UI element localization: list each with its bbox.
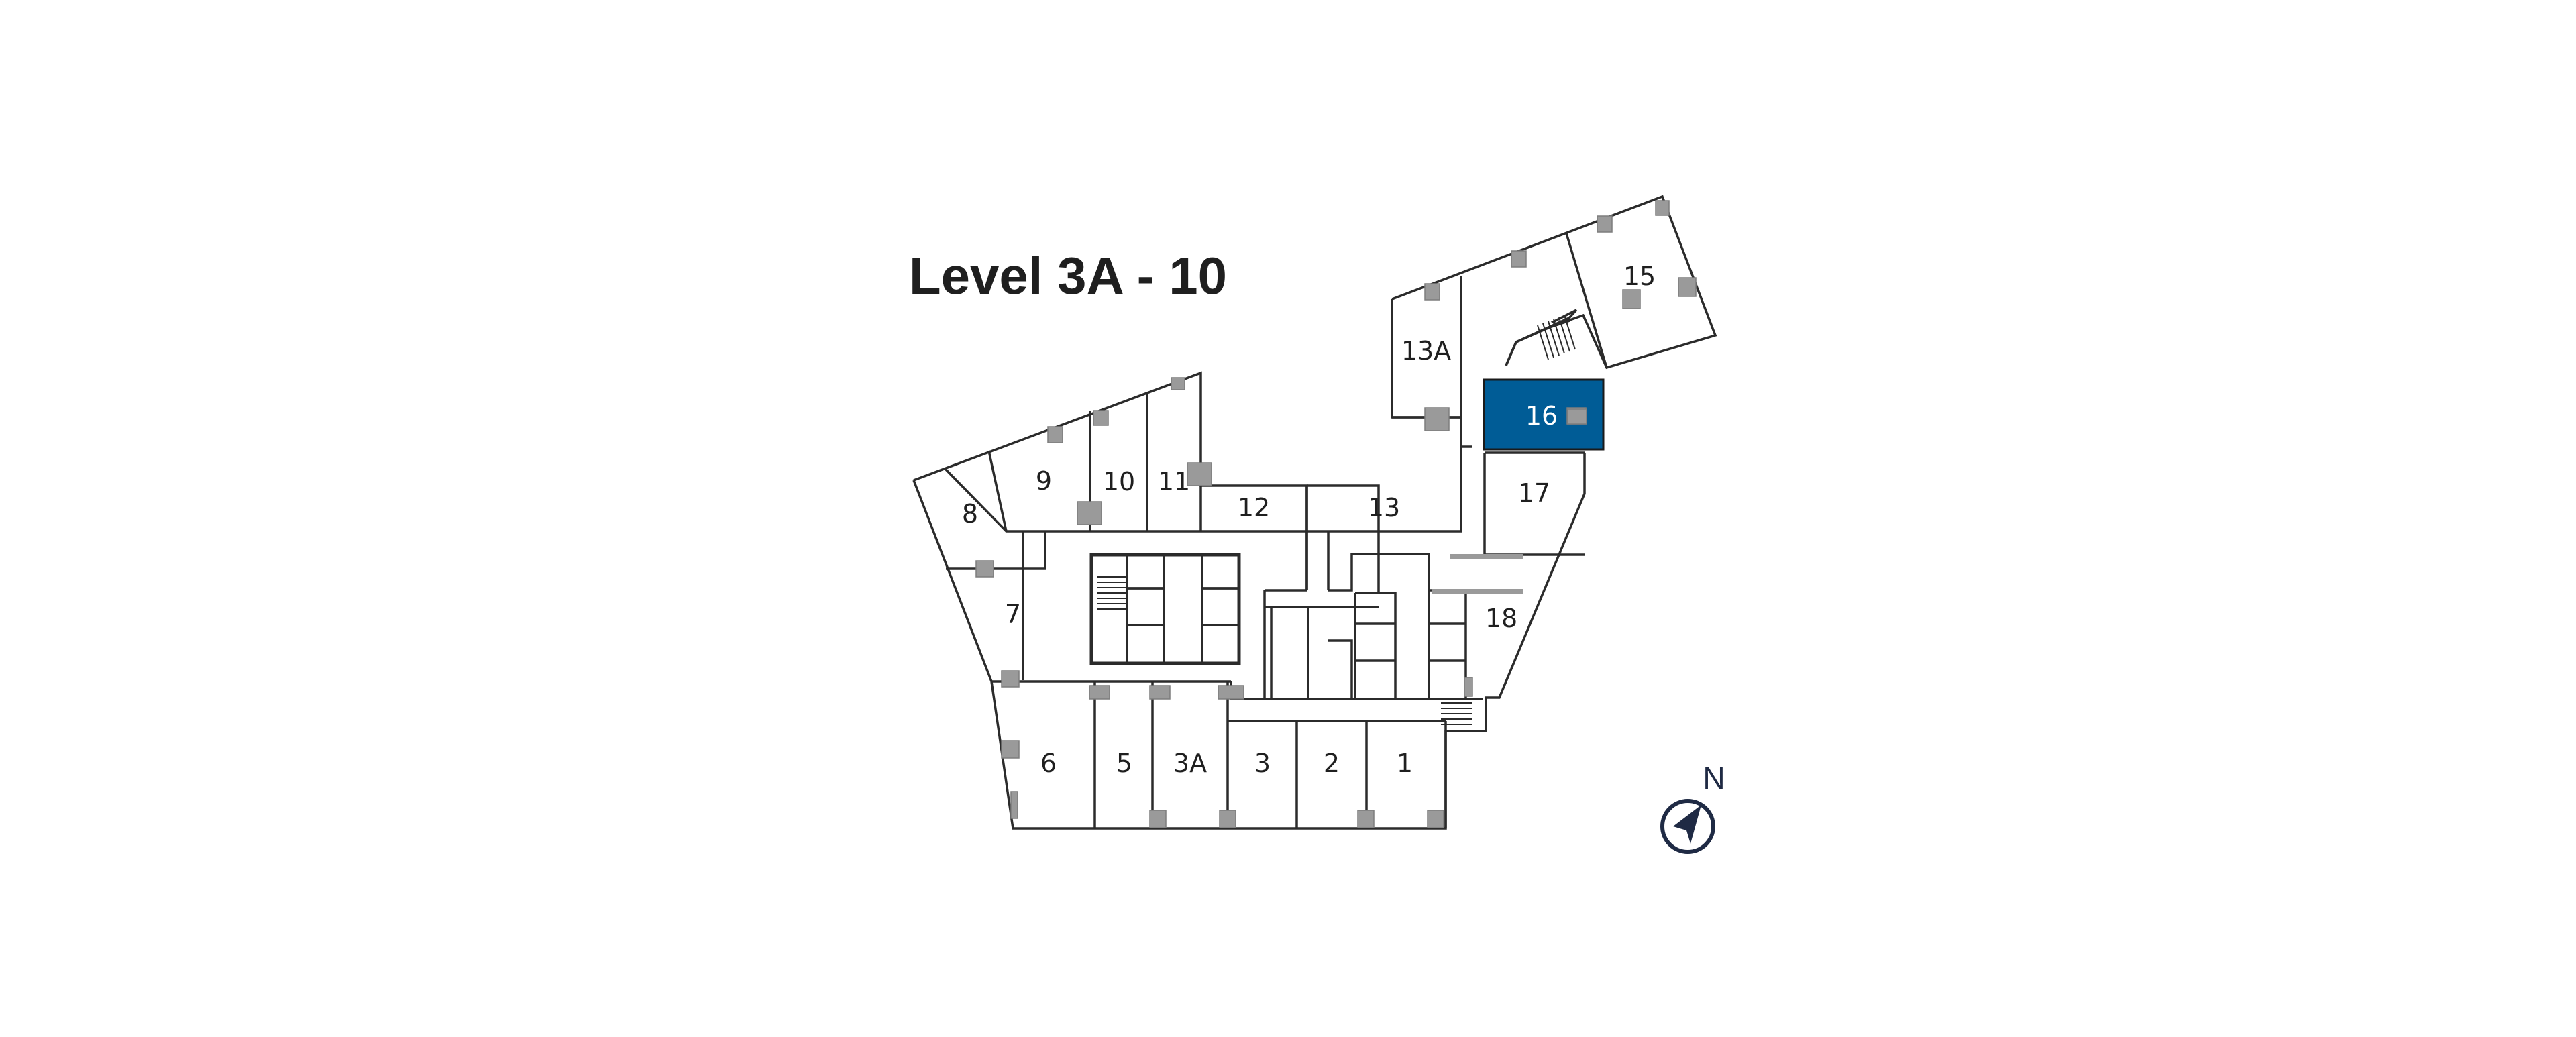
stair-icon (1441, 702, 1472, 725)
unit-18-label[interactable]: 18 (1485, 604, 1517, 633)
unit-3-label[interactable]: 3 (1254, 749, 1271, 778)
unit-1-label[interactable]: 1 (1397, 749, 1413, 778)
unit-12-label[interactable]: 12 (1238, 493, 1270, 523)
compass-north-label: N (1703, 761, 1725, 796)
unit-16-label[interactable]: 16 (1525, 401, 1558, 431)
unit-9-label[interactable]: 9 (1036, 466, 1052, 496)
unit-13a-label[interactable]: 13A (1401, 336, 1451, 366)
unit-17-label[interactable]: 17 (1518, 478, 1550, 508)
unit-10-label[interactable]: 10 (1103, 467, 1135, 496)
balcony-bar (1450, 554, 1523, 559)
unit-6-label[interactable]: 6 (1040, 749, 1057, 778)
unit-3a-label[interactable]: 3A (1173, 749, 1207, 778)
balcony-bar (1432, 589, 1523, 594)
compass-north-arrow-icon (1660, 799, 1715, 854)
unit-2-label[interactable]: 2 (1324, 749, 1340, 778)
unit-8-label[interactable]: 8 (962, 499, 978, 529)
unit-15-label[interactable]: 15 (1623, 262, 1656, 291)
stair-icon (1537, 315, 1576, 360)
compass: N (1660, 761, 1725, 854)
elevator-core (1089, 553, 1241, 665)
level-title: Level 3A - 10 (909, 246, 1227, 305)
unit-5-label[interactable]: 5 (1116, 749, 1132, 778)
unit-7-label[interactable]: 7 (1005, 600, 1021, 629)
unit-13-label[interactable]: 13 (1368, 493, 1400, 523)
floor-plan-walls (912, 195, 1717, 830)
structural-columns (975, 200, 1697, 828)
stair-icon (1097, 576, 1126, 610)
unit-labels: 1 2 3 3A 5 6 7 8 9 10 11 12 13 13A 15 16… (962, 262, 1656, 778)
unit-11-label[interactable]: 11 (1158, 467, 1190, 496)
unit-16-column (1567, 408, 1587, 425)
